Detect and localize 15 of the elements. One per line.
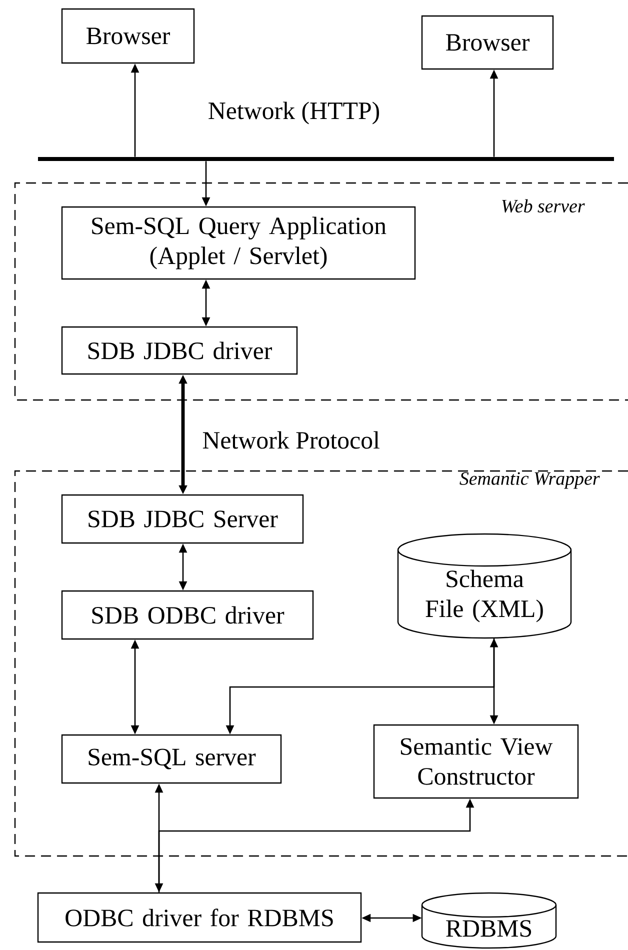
process-box: Semantic View Constructor [373, 724, 579, 799]
process-box: SDB ODBC driver [61, 590, 314, 640]
database-cylinder: Schema File (XML) [397, 533, 572, 639]
process-box: Browser [61, 8, 195, 64]
process-box: ODBC driver for RDBMS [37, 892, 362, 943]
process-box: Sem-SQL server [61, 734, 282, 784]
database-cylinder: RDBMS [421, 892, 557, 949]
node-label: RDBMS [446, 920, 532, 937]
process-box: Browser [421, 15, 554, 70]
network-label: Network (HTTP) [208, 102, 380, 124]
network-bus [38, 157, 614, 161]
process-box: Sem-SQL Query Application (Applet / Servlet) [61, 206, 416, 280]
edge-label: Network Protocol [200, 429, 382, 451]
process-box: SDB JDBC Server [61, 494, 304, 544]
process-box: SDB JDBC driver [61, 326, 298, 375]
